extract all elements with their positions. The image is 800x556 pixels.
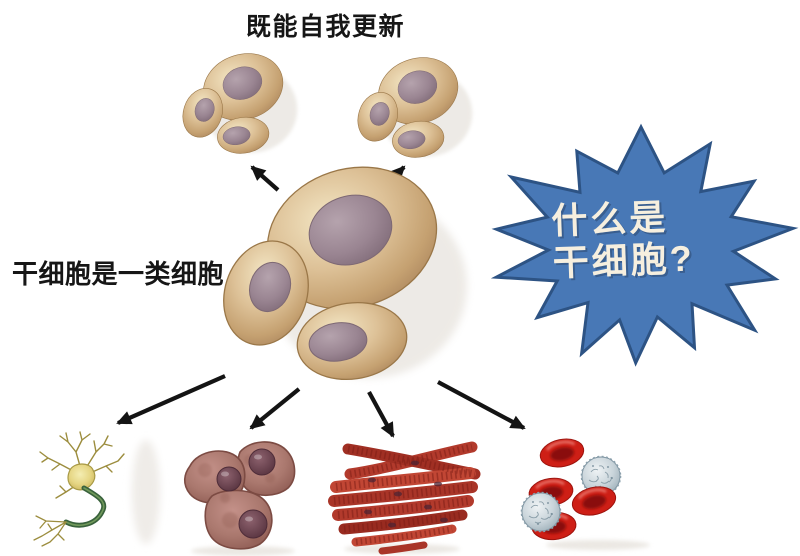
white-blood-cell <box>520 491 562 533</box>
tissue-nuclei <box>216 448 276 539</box>
stem-cell-definition-label: 干细胞是一类细胞 <box>12 260 225 289</box>
red-blood-cell <box>538 435 587 471</box>
neuron-axon <box>63 485 107 528</box>
differentiation-arrow-neuron <box>116 374 226 425</box>
neuron-soma <box>67 463 96 491</box>
muscle-fiber-illustration <box>328 441 481 555</box>
starburst-question: 什么是 干细胞? <box>551 196 696 285</box>
neuron-shadow <box>132 440 160 544</box>
self-renewal-arrow-left <box>250 165 280 192</box>
starburst-question-line1: 什么是 <box>550 196 669 242</box>
neuron-axon-terminals <box>33 515 67 547</box>
differentiation-arrow-tissue <box>249 387 301 430</box>
muscle-nuclei <box>364 460 448 528</box>
differentiation-arrow-muscle <box>367 390 395 438</box>
blood-shadow <box>546 540 650 550</box>
tissue-cell-illustration <box>183 441 296 556</box>
blood-cell-illustration <box>520 435 650 550</box>
tissue-shadow <box>191 546 295 556</box>
renewal-cluster-right <box>352 48 472 161</box>
renewal-cluster-left <box>177 44 297 157</box>
muscle-striations <box>333 443 476 545</box>
stem-cell-cluster <box>211 146 467 386</box>
neuron-axon-highlight <box>65 487 105 526</box>
starburst-question-line2: 干细胞? <box>552 237 696 284</box>
differentiation-arrow-blood <box>437 380 526 430</box>
self-renewal-label: 既能自我更新 <box>246 14 406 41</box>
neuron-illustration <box>33 431 160 547</box>
starburst-shape <box>490 123 799 367</box>
